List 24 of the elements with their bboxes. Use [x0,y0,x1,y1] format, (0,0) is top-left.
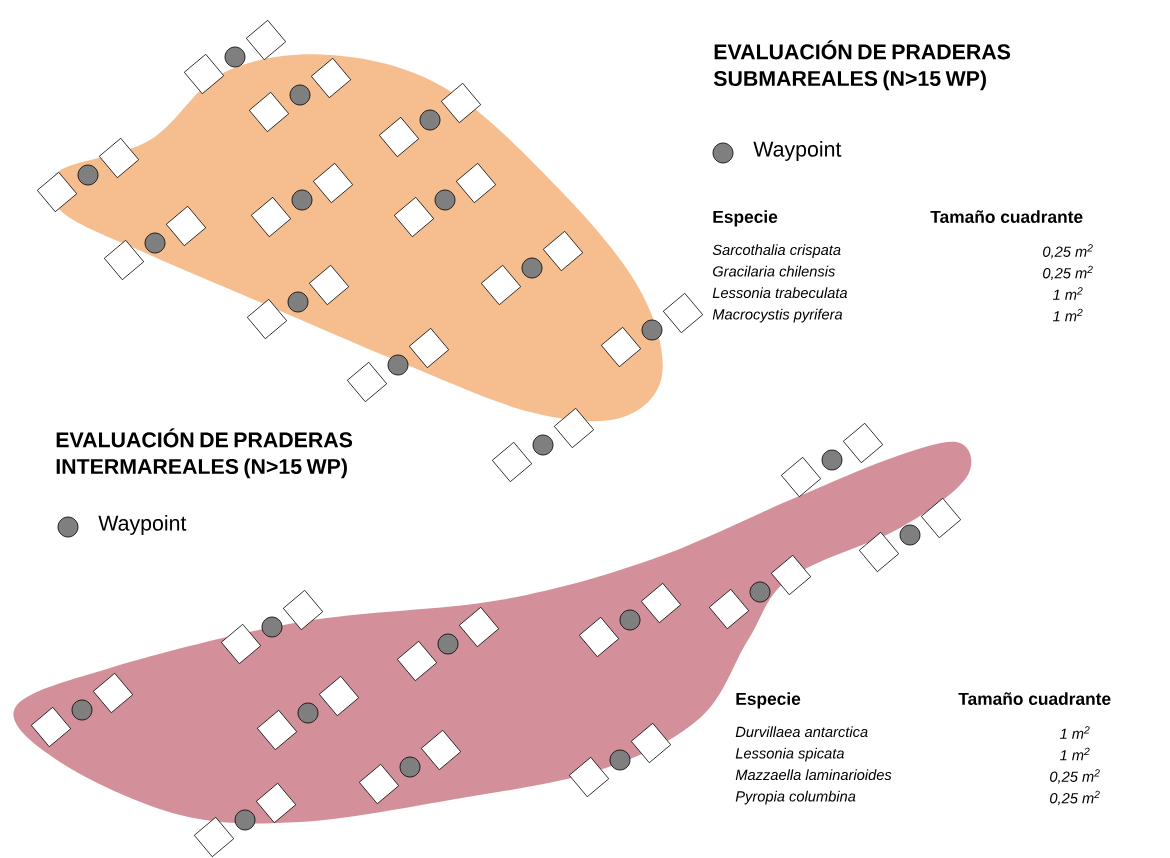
legend-label: Waypoint [753,141,842,161]
quadrat-size: 0,25 m$^{2}$ [1043,265,1093,281]
quadrat-size: 0,25 m$^{2}$ [1043,244,1093,259]
column-header: Especie [736,692,801,709]
column-header: Tamaño cuadrante [930,210,1083,223]
column-header: Especie [713,210,778,227]
quadrat-size: 1 m$^{2}$ [1052,308,1083,322]
species-name: Sarcothalia crispata [712,244,841,258]
legend-label: Waypoint [98,515,187,535]
section-title: EVALUACIÓN DE PRADERAS SUBMAREALES (N>15 WP) [713,40,1011,91]
quadrat-size: 0,25 m$^{2}$ [1050,769,1100,784]
section-title: EVALUACIÓN DE PRADERAS INTERMAREALES (N>15 WP) [56,428,353,479]
species-name: Durvillaea antarctica [735,726,868,738]
quadrat-size: 0,25 m$^{2}$ [1050,790,1100,806]
species-name: Lessonia trabeculata [712,287,848,299]
species-name: Gracilaria chilensis [713,265,835,277]
quadrat-size: 1 m$^{2}$ [1060,726,1090,739]
quadrat-size: 1 m$^{2}$ [1060,747,1090,761]
quadrat-size: 1 m$^{2}$ [1052,287,1083,300]
column-header: Tamaño cuadrante [958,692,1111,705]
species-name: Pyropia columbina [735,790,856,805]
species-name: Macrocystis pyrifera [712,308,843,323]
species-name: Lessonia spicata [735,747,844,762]
species-name: Mazzaella laminarioides [735,769,892,781]
